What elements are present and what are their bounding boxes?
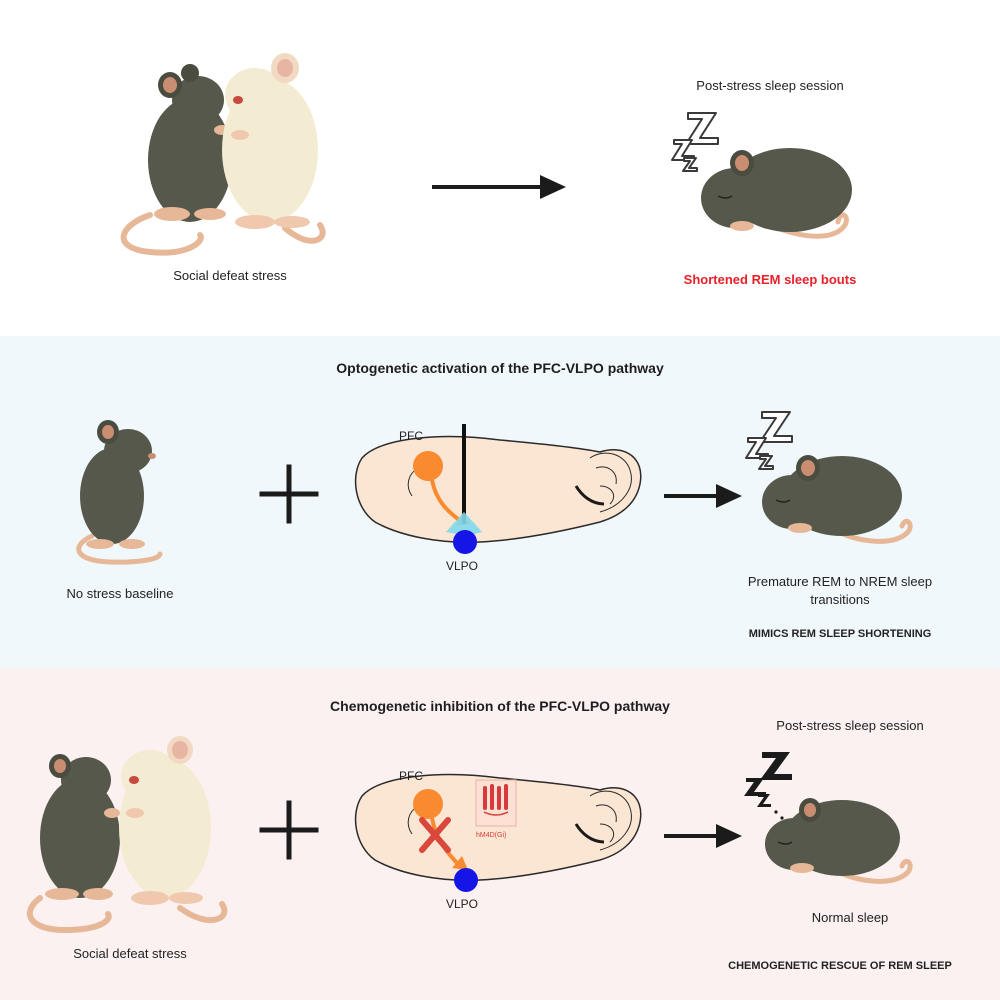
- panel-3-art: [26, 736, 913, 934]
- receptor-icon: [475, 779, 517, 827]
- right-note: CHEMOGENETIC RESCUE OF REM SLEEP: [728, 960, 952, 972]
- vlpo-label: VLPO: [446, 897, 479, 911]
- plus-icon: [259, 800, 319, 860]
- panel-1-art: [120, 53, 852, 256]
- right-caption-line-2: transitions: [810, 592, 870, 607]
- vlpo-nucleus-icon: [453, 530, 477, 554]
- panel-2-art: [76, 411, 913, 565]
- vlpo-nucleus-icon: [454, 868, 478, 892]
- right-heading: Post-stress sleep session: [776, 718, 924, 733]
- sleeping-mouse-icon: [765, 798, 913, 884]
- inhibition-x-icon: [419, 817, 451, 853]
- right-caption: Normal sleep: [811, 910, 889, 925]
- left-caption: Social defeat stress: [173, 268, 287, 283]
- fighting-mice-icon: [120, 53, 326, 256]
- left-caption: No stress baseline: [66, 586, 174, 601]
- fighting-mice-icon: [26, 736, 228, 934]
- panel-optogenetic: Optogenetic activation of the PFC-VLPO p…: [0, 336, 1000, 668]
- panel-3-title: Chemogenetic inhibition of the PFC-VLPO …: [330, 698, 670, 714]
- z-sleep-icon: [744, 752, 792, 807]
- plus-icon: [259, 464, 319, 524]
- panel-2-title: Optogenetic activation of the PFC-VLPO p…: [336, 360, 664, 376]
- brain-sagittal-icon: [354, 435, 642, 544]
- z-sleep-icon: [745, 411, 793, 470]
- panel-chemogenetic: Chemogenetic inhibition of the PFC-VLPO …: [0, 668, 1000, 1000]
- panel-social-defeat: Social defeat stress Post-stress sleep s…: [0, 0, 1000, 336]
- sleeping-mouse-icon: [762, 455, 913, 544]
- right-caption-highlight: Shortened REM sleep bouts: [683, 272, 857, 287]
- vlpo-label: VLPO: [446, 559, 479, 573]
- sleeping-mouse-icon: [701, 148, 852, 239]
- z-sleep-icon: [671, 112, 719, 172]
- arrow-right-icon: [432, 175, 566, 199]
- receptor-label: hM4D(Gi): [476, 832, 507, 839]
- right-heading: Post-stress sleep session: [696, 78, 844, 93]
- right-caption-line-1: Premature REM to NREM sleep: [747, 574, 933, 589]
- pfc-label: PFC: [399, 769, 423, 783]
- pfc-label: PFC: [399, 429, 423, 443]
- left-caption: Social defeat stress: [73, 946, 187, 961]
- arrow-right-icon: [664, 824, 742, 848]
- arrow-right-icon: [664, 484, 742, 508]
- standing-mouse-icon: [76, 420, 163, 565]
- optic-fiber-icon: [446, 424, 482, 536]
- right-note: MIMICS REM SLEEP SHORTENING: [748, 628, 932, 640]
